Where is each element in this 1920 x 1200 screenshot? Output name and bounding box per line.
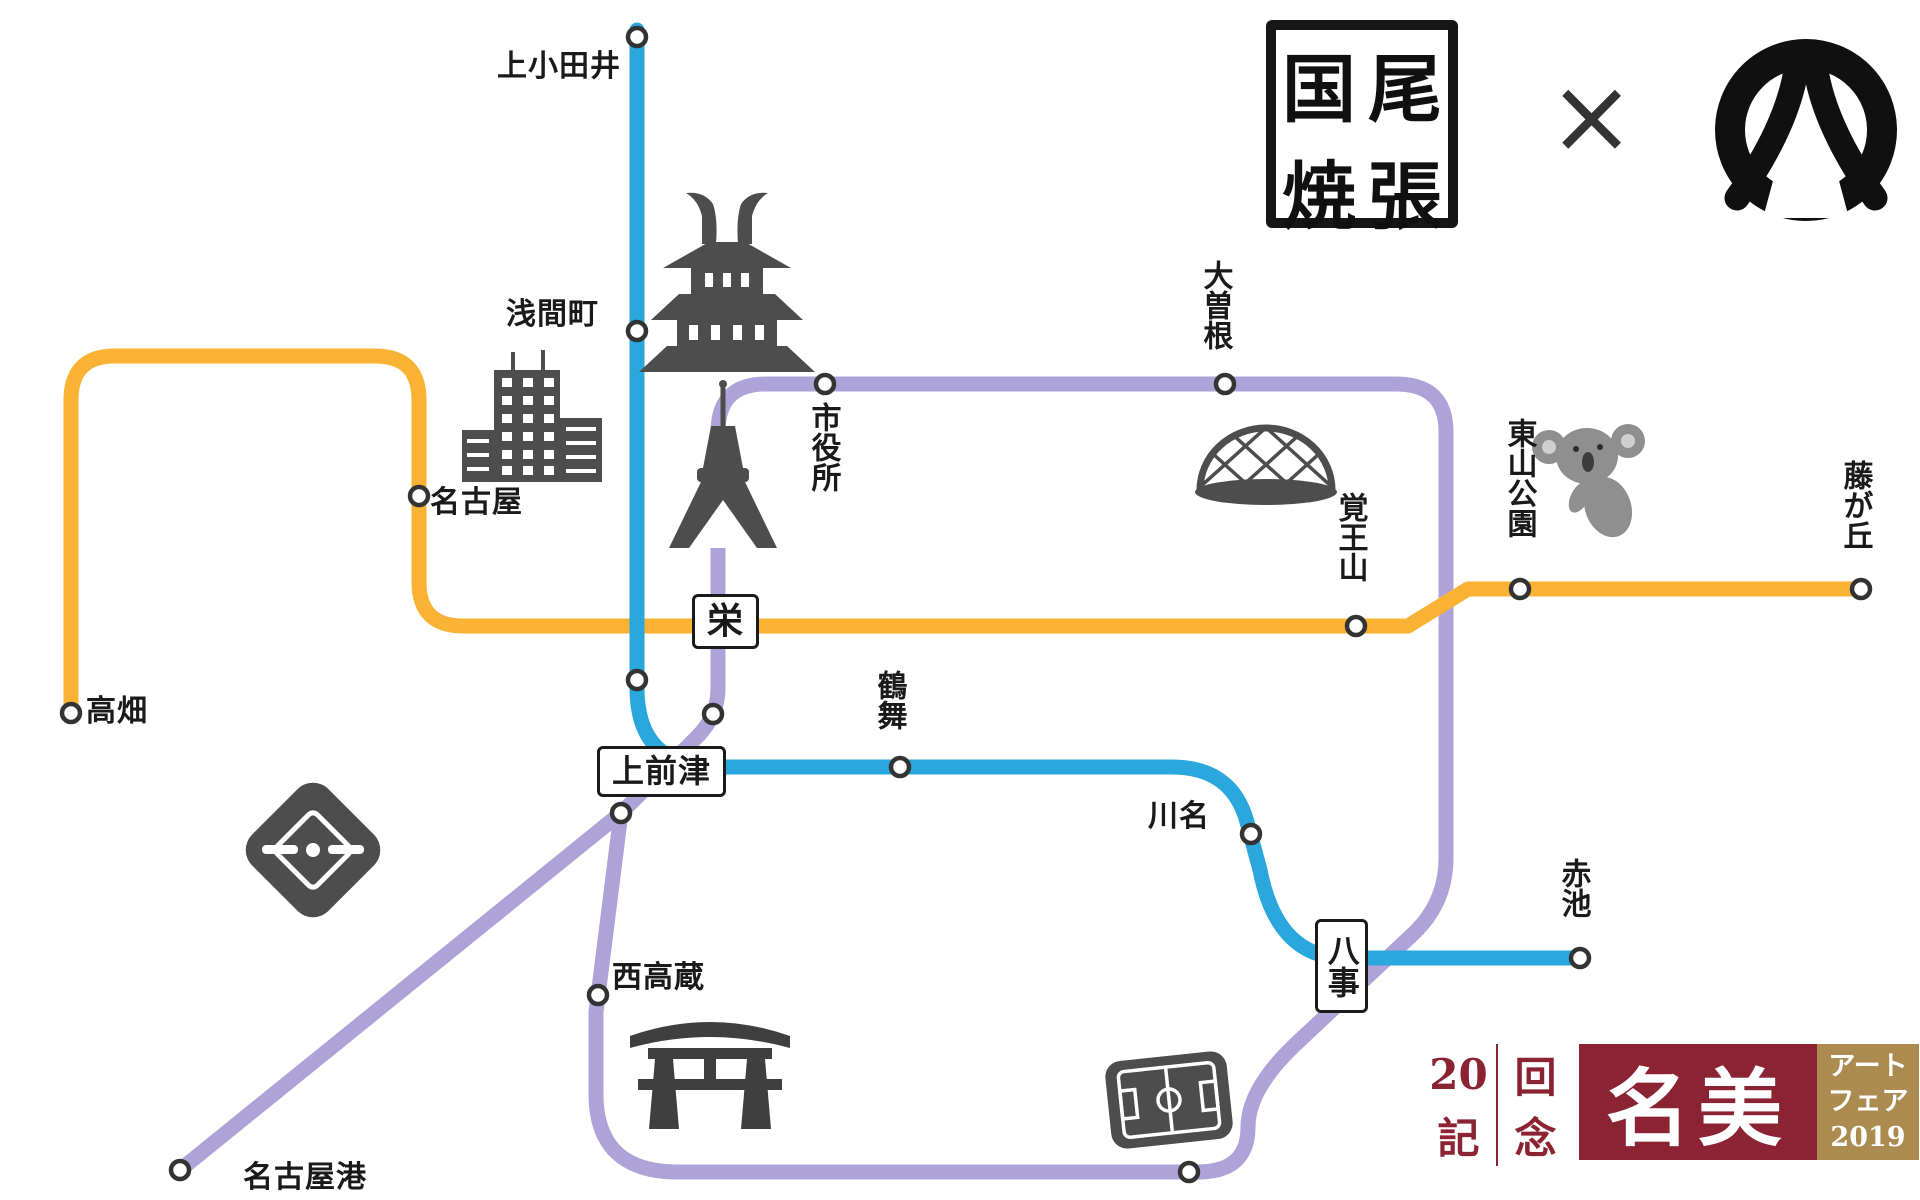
castle-icon — [639, 192, 815, 372]
stamp-char: 国 — [1282, 47, 1356, 133]
station-label-higashiyama-koen: 東山公園 — [1501, 418, 1537, 538]
artfair-subtitle-line: 2019 — [1830, 1121, 1906, 1153]
station-dot-kamiotai — [625, 25, 649, 49]
station-label-kakuozan: 覚王山 — [1332, 492, 1368, 582]
stamp-char: 尾 — [1368, 47, 1442, 133]
station-dot-ozone — [1213, 372, 1237, 396]
station-dot-takabata — [59, 701, 83, 725]
station-dot-nagoya — [407, 484, 431, 508]
stamp-char: 張 — [1368, 154, 1442, 240]
artfair-logo: 20 回 記 念 名美 アート フェア 2019 — [1421, 1044, 1919, 1166]
station-dot-shiyakusho — [813, 372, 837, 396]
meiko-line — [172, 805, 629, 1178]
multiply-icon: × — [1548, 55, 1636, 177]
station-label-ozone: 大曽根 — [1197, 260, 1233, 350]
station-label-nishitakakura: 西高蔵 — [612, 960, 705, 995]
station-label-kamimaezu: 上前津 — [597, 746, 727, 797]
station-dot-fujigaoka — [1849, 577, 1873, 601]
dome-stadium-icon — [1195, 424, 1337, 505]
station-label-nagoya: 名古屋 — [430, 485, 523, 520]
koala-icon — [1532, 424, 1645, 538]
station-label-sakae: 栄 — [692, 594, 760, 650]
station-dot-unnamed-blue — [625, 668, 649, 692]
torii-gate-icon — [630, 1022, 790, 1129]
station-dot-asamacho — [625, 319, 649, 343]
station-label-fujigaoka: 藤が丘 — [1837, 460, 1873, 550]
artfair-anniversary-block: 20 回 記 念 — [1421, 1044, 1573, 1166]
owari-seal-stamp: 国 尾 焼 張 — [1266, 20, 1458, 240]
station-label-kamiotai: 上小田井 — [497, 49, 621, 84]
anniversary-number: 20 — [1429, 1050, 1488, 1099]
station-label-akaike: 赤池 — [1555, 858, 1591, 918]
artfair-title: 名美 — [1579, 1044, 1817, 1160]
station-dot-tsurumai — [888, 755, 912, 779]
station-dot-higashiyama-koen — [1508, 577, 1532, 601]
station-dot-nagoyako — [168, 1158, 192, 1182]
station-label-nagoyako: 名古屋港 — [243, 1160, 367, 1195]
station-label-takabata: 高畑 — [86, 694, 148, 729]
tv-tower-icon — [669, 380, 777, 548]
artfair-subtitle-block: アート フェア 2019 — [1817, 1044, 1919, 1160]
station-label-yagoto: 八事 — [1315, 919, 1368, 1013]
baseball-field-icon — [245, 782, 381, 918]
artfair-subtitle-line: アート — [1828, 1051, 1908, 1083]
station-label-tsurumai: 鶴舞 — [871, 670, 907, 730]
anniversary-kanji: 記 — [1437, 1114, 1480, 1163]
anniversary-kanji: 回 — [1496, 1044, 1573, 1105]
soccer-field-icon — [1105, 1051, 1233, 1149]
station-label-shiyakusho: 市役所 — [805, 402, 841, 492]
station-dot-kawana — [1239, 822, 1263, 846]
station-dot-akaike — [1568, 946, 1592, 970]
anniversary-kanji: 念 — [1496, 1105, 1573, 1166]
station-dot-nishitakakura — [586, 983, 610, 1007]
station-dot-kamimaezu — [609, 801, 633, 825]
maruhachi-logo — [1715, 39, 1897, 221]
artfair-subtitle-line: フェア — [1827, 1086, 1909, 1118]
station-dot-kakuozan — [1344, 614, 1368, 638]
stamp-char: 焼 — [1282, 154, 1356, 240]
tsurumai-line — [629, 22, 1588, 966]
higashiyama-line — [63, 348, 1869, 721]
office-building-icon — [462, 350, 602, 482]
station-dot-unnamed-purple — [701, 702, 725, 726]
station-dot-unnamed-south — [1177, 1160, 1201, 1184]
station-label-asamacho: 浅間町 — [506, 297, 599, 332]
station-label-kawana: 川名 — [1148, 799, 1210, 834]
